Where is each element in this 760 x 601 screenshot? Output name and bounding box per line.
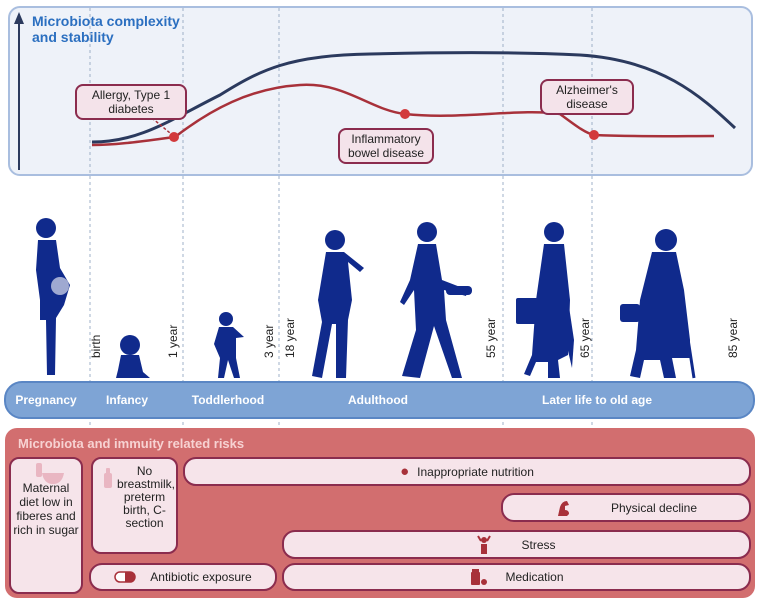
muscle-icon: [557, 500, 569, 516]
physical-decline-bar: Physical decline: [501, 493, 751, 522]
nutrition-bar: ● Inappropriate nutrition: [183, 457, 751, 486]
allergy-marker: [169, 132, 179, 142]
allergy-callout-text: Allergy, Type 1 diabetes: [91, 88, 171, 116]
alzheimers-callout-text: Alzheimer's disease: [556, 83, 618, 111]
antibiotic-text: Antibiotic exposure: [150, 570, 252, 584]
stage-toddlerhood: Toddlerhood: [191, 393, 265, 407]
stage-adulthood: Adulthood: [348, 393, 408, 407]
complexity-curve: [91, 51, 737, 144]
pill-icon: [114, 571, 137, 583]
stress-person-icon: [477, 534, 492, 554]
toddler-figure: [214, 312, 244, 378]
y-axis-title: Microbiota complexity and stability: [32, 13, 180, 45]
medication-icon: [471, 569, 488, 585]
maternal-diet-text: Maternal diet low in fiberes and rich in…: [13, 481, 79, 537]
pregnant-woman-figure: [36, 218, 70, 375]
tick-85-year: 85 year: [726, 317, 740, 358]
life-stage-bar: [4, 381, 755, 419]
allergy-callout: Allergy, Type 1 diabetes: [75, 84, 187, 120]
apple-icon: ●: [400, 463, 410, 480]
tick-3-year: 3 year: [262, 324, 276, 358]
risk-panel-title: Microbiota and immuity related risks: [18, 436, 245, 451]
ibd-callout: Inflammatory bowel disease: [338, 128, 434, 164]
no-breastmilk-text: No breastmilk, preterm birth, C-section: [117, 464, 176, 530]
elderly-woman-figure: [620, 229, 696, 379]
baby-bottle-icon: [104, 468, 112, 488]
older-woman-figure: [516, 222, 574, 378]
stage-pregnancy: Pregnancy: [15, 393, 77, 407]
physical-decline-text: Physical decline: [610, 500, 698, 515]
y-axis-arrowhead: [14, 12, 24, 24]
tick-55-year: 55 year: [484, 317, 498, 358]
alzheimers-callout: Alzheimer's disease: [540, 79, 634, 115]
allergy-leader: [151, 117, 171, 134]
tick-18-year: 18 year: [283, 317, 297, 358]
stress-bar: Stress: [282, 530, 751, 559]
tick-1-year: 1 year: [166, 324, 180, 358]
alzheimers-marker: [589, 130, 599, 140]
medication-text: Medication: [505, 570, 564, 584]
no-breastmilk-box: No breastmilk, preterm birth, C-section: [91, 457, 178, 554]
baby-figure: [116, 335, 150, 378]
tick-65-year: 65 year: [578, 317, 592, 358]
young-woman-figure: [312, 230, 364, 378]
tick-birth: birth: [89, 334, 103, 358]
stage-infancy: Infancy: [105, 393, 149, 407]
nutrition-text: Inappropriate nutrition: [417, 464, 534, 479]
walking-woman-figure: [400, 222, 472, 378]
stage-later-life: Later life to old age: [541, 393, 653, 407]
stress-text: Stress: [521, 537, 556, 552]
life-stage-figures: [36, 218, 696, 379]
medication-bar: Medication: [282, 563, 751, 591]
bowl-icon: [36, 463, 64, 484]
antibiotic-bar: Antibiotic exposure: [89, 563, 277, 591]
ibd-callout-text: Inflammatory bowel disease: [347, 132, 425, 160]
ibd-marker: [400, 109, 410, 119]
maternal-diet-box: Maternal diet low in fiberes and rich in…: [9, 457, 83, 594]
